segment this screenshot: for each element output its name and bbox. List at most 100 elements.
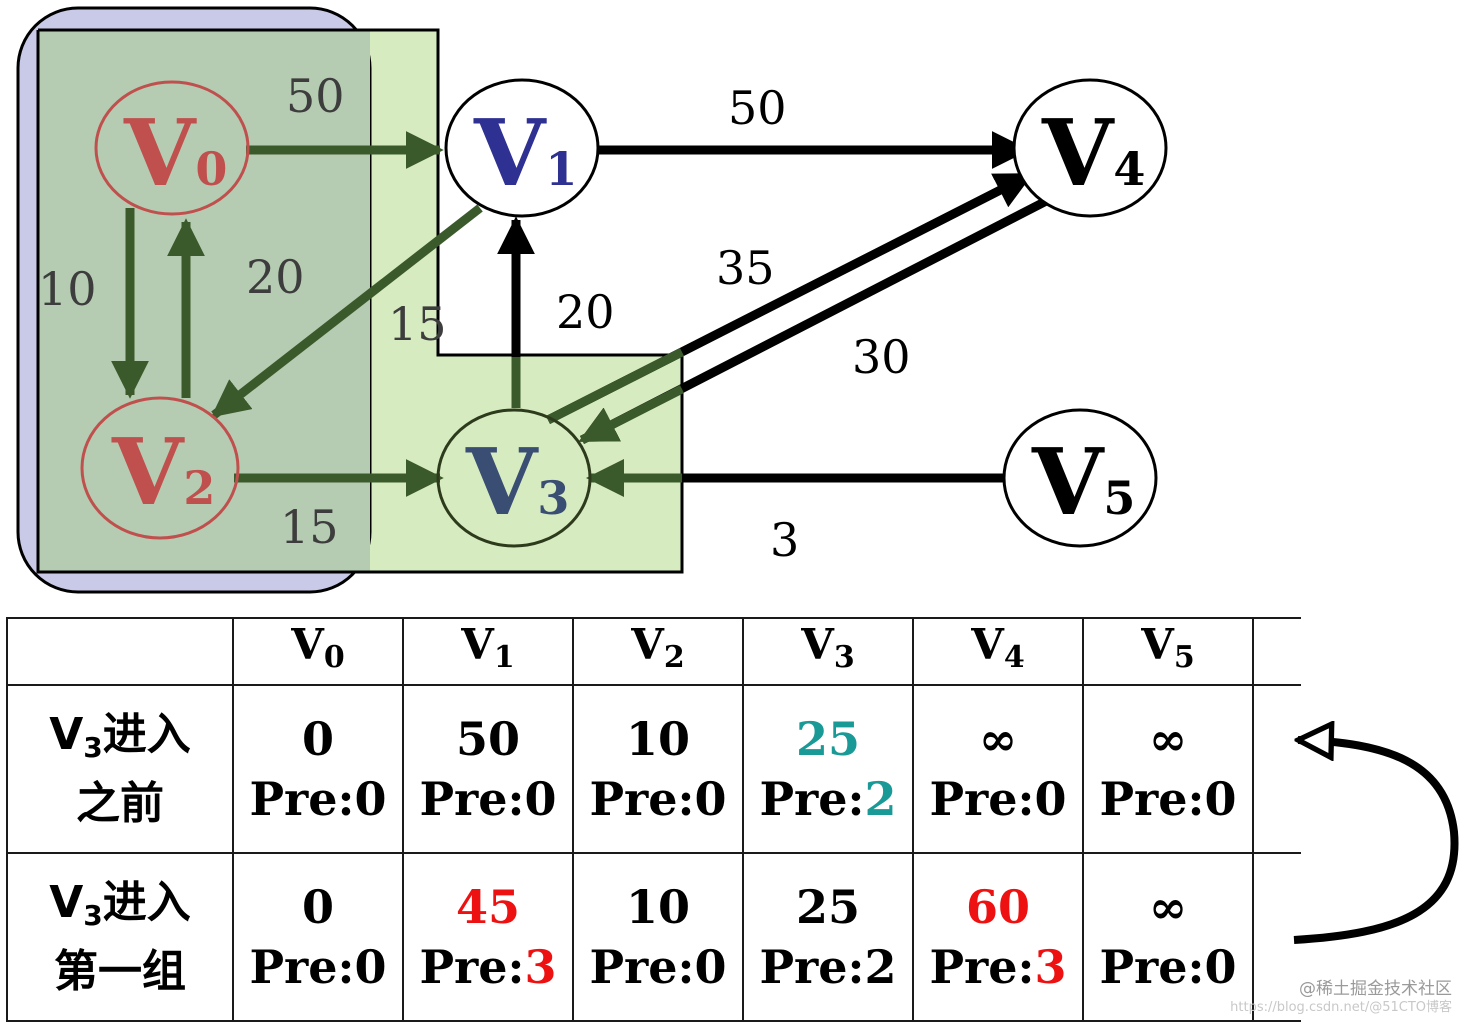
weight-v0-v2: 10 xyxy=(38,262,97,316)
cell-pre-value: 0 xyxy=(354,940,387,994)
cell-pre-label: Pre: xyxy=(419,772,525,826)
cell-pre-value: 0 xyxy=(1204,940,1237,994)
node-v3-index: 3 xyxy=(537,471,569,525)
table-cell: ∞ Pre:0 xyxy=(1082,852,1254,1022)
node-v3: V3 xyxy=(436,408,592,548)
cell-distance: 25 xyxy=(795,880,860,934)
weight-v1-v4: 50 xyxy=(728,81,787,135)
edge-v3-v4-tail xyxy=(545,347,685,425)
cell-pre-value: 0 xyxy=(354,772,387,826)
node-v1: V1 xyxy=(444,78,600,218)
table-blank-cell xyxy=(1252,684,1301,854)
svg-text:V5: V5 xyxy=(1031,428,1135,536)
table-cell: ∞ Pre:0 xyxy=(912,684,1084,854)
cell-pre-value: 2 xyxy=(864,940,897,994)
weight-v2-v3: 15 xyxy=(280,500,339,554)
node-v5: V5 xyxy=(1002,408,1158,548)
cell-pre-label: Pre: xyxy=(929,772,1035,826)
node-v4-letter: V xyxy=(1041,99,1115,207)
node-v4-index: 4 xyxy=(1113,142,1145,196)
cell-pre-value: 0 xyxy=(694,940,727,994)
header-v0: V0 xyxy=(232,617,404,686)
cell-distance: 0 xyxy=(301,880,334,934)
svg-text:V4: V4 xyxy=(1041,99,1145,207)
cell-pre-label: Pre: xyxy=(759,940,865,994)
cell-pre-label: Pre: xyxy=(1099,940,1205,994)
group-overlap-border xyxy=(36,28,370,574)
cell-pre-value: 0 xyxy=(1034,772,1067,826)
cell-pre-value: 3 xyxy=(524,940,557,994)
cell-pre-value: 0 xyxy=(524,772,557,826)
cell-pre-value: 0 xyxy=(1204,772,1237,826)
transition-arrow xyxy=(1293,712,1459,944)
header-v5: V5 xyxy=(1082,617,1254,686)
cell-pre-label: Pre: xyxy=(249,940,355,994)
cell-pre-label: Pre: xyxy=(419,940,525,994)
cell-pre-label: Pre: xyxy=(759,772,865,826)
cell-distance: 50 xyxy=(455,712,520,766)
watermark-url: https://blog.csdn.net/@51CTO博客 xyxy=(1230,1000,1452,1015)
weight-v4-v3: 30 xyxy=(852,330,911,384)
header-v3: V3 xyxy=(742,617,914,686)
weight-v2-v0: 20 xyxy=(246,250,305,304)
header-v2: V2 xyxy=(572,617,744,686)
cell-distance: 25 xyxy=(795,712,860,766)
watermark: @稀土掘金技术社区 xyxy=(1299,979,1452,999)
edge-v4-v3-head xyxy=(578,384,685,445)
cell-pre-value: 3 xyxy=(1034,940,1067,994)
graph-diagram: 50 10 20 15 15 20 50 35 30 3 V0 V1 V2 V3… xyxy=(16,6,1168,594)
cell-distance: ∞ xyxy=(1148,880,1188,934)
cell-distance: ∞ xyxy=(1148,712,1188,766)
row-label: V3进入第一组 xyxy=(6,852,234,1022)
cell-distance: 60 xyxy=(965,880,1030,934)
node-v3-letter: V xyxy=(465,428,539,536)
svg-text:V1: V1 xyxy=(473,99,577,207)
node-v1-index: 1 xyxy=(545,142,577,196)
cell-pre-label: Pre: xyxy=(1099,772,1205,826)
cell-pre-value: 2 xyxy=(864,772,897,826)
weight-v1-v2: 15 xyxy=(388,297,447,351)
weight-v3-v1: 20 xyxy=(556,285,615,339)
table-cell: ∞ Pre:0 xyxy=(1082,684,1254,854)
node-v2-index: 2 xyxy=(183,461,215,515)
header-blank xyxy=(1252,617,1301,686)
cell-distance: 10 xyxy=(625,880,690,934)
node-v2: V2 xyxy=(80,396,240,540)
cell-pre-label: Pre: xyxy=(929,940,1035,994)
node-v0-letter: V xyxy=(123,99,197,207)
edge-v1-v2 xyxy=(211,204,483,419)
row-label: V3进入之前 xyxy=(6,684,234,854)
weight-v3-v4: 35 xyxy=(716,241,775,295)
header-v4: V4 xyxy=(912,617,1084,686)
svg-text:V3: V3 xyxy=(465,428,569,536)
node-v0: V0 xyxy=(94,80,250,216)
cell-distance: 45 xyxy=(455,880,520,934)
cell-pre-label: Pre: xyxy=(589,940,695,994)
weight-v5-v3: 3 xyxy=(770,513,799,567)
cell-pre-value: 0 xyxy=(694,772,727,826)
node-v4: V4 xyxy=(1012,78,1168,218)
cell-distance: 10 xyxy=(625,712,690,766)
node-v5-letter: V xyxy=(1031,428,1105,536)
node-v2-letter: V xyxy=(111,418,185,526)
table-header-row: V0 V1 V2 V3 V4 V5 xyxy=(6,617,1301,686)
node-v5-index: 5 xyxy=(1103,471,1135,525)
weight-v0-v1: 50 xyxy=(286,69,345,123)
header-v1: V1 xyxy=(402,617,574,686)
header-corner xyxy=(6,617,234,686)
cell-distance: 0 xyxy=(301,712,334,766)
svg-text:V2: V2 xyxy=(111,418,215,526)
cell-pre-label: Pre: xyxy=(589,772,695,826)
node-v1-letter: V xyxy=(473,99,547,207)
cell-distance: ∞ xyxy=(978,712,1018,766)
